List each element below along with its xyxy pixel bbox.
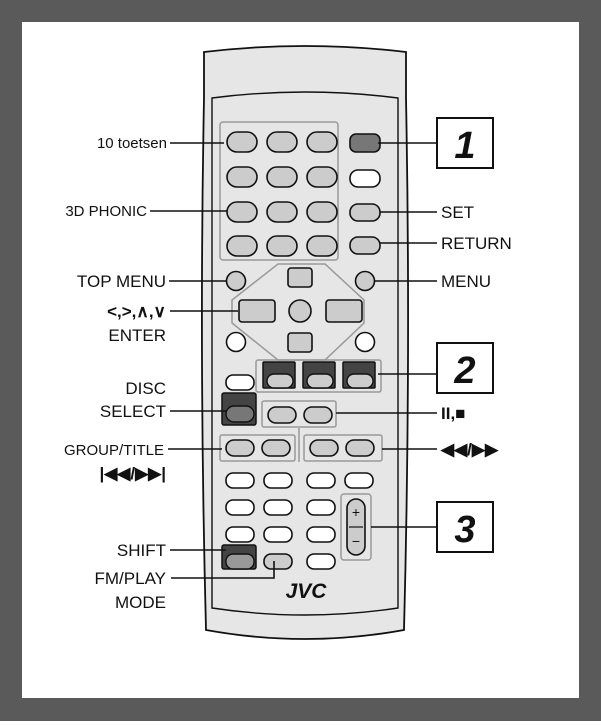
callout-number-1: 1 — [454, 125, 475, 167]
num-key[interactable] — [226, 166, 258, 188]
label-3d-phonic: 3D PHONIC — [65, 203, 147, 220]
key[interactable] — [306, 553, 336, 570]
num-key[interactable] — [306, 166, 338, 188]
rewind-button[interactable] — [309, 439, 339, 457]
cursor-up-button[interactable] — [287, 267, 313, 288]
callout-box-1 — [436, 117, 494, 169]
cursor-down-button[interactable] — [287, 332, 313, 353]
key[interactable] — [344, 472, 374, 489]
white-keys — [225, 472, 374, 570]
right-key-2[interactable] — [349, 169, 381, 188]
label-ten-keys: 10 toetsen — [97, 135, 167, 152]
cursor-left-button[interactable] — [238, 299, 276, 323]
key[interactable] — [225, 526, 255, 543]
remote-face-panel — [211, 91, 399, 616]
rew-ff-frame — [303, 434, 383, 462]
cursor-right-button[interactable] — [325, 299, 363, 323]
key[interactable] — [263, 499, 293, 516]
stop-key[interactable] — [303, 406, 333, 424]
play-button[interactable] — [266, 373, 294, 389]
label-enter: ENTER — [108, 326, 166, 345]
left-circle-button[interactable] — [225, 331, 247, 353]
menu-button[interactable] — [354, 270, 376, 292]
key[interactable] — [225, 472, 255, 489]
stop-button[interactable] — [346, 373, 374, 389]
num-key[interactable] — [266, 235, 298, 257]
label-set: SET — [441, 203, 474, 222]
num-key[interactable] — [266, 166, 298, 188]
pause-stop-frame — [261, 400, 337, 428]
label-return: RETURN — [441, 234, 512, 253]
label-skip: |◀◀/▶▶| — [99, 464, 166, 483]
enter-button[interactable] — [288, 299, 312, 323]
return-button[interactable] — [349, 236, 381, 255]
pause-button[interactable] — [306, 373, 334, 389]
key[interactable] — [306, 499, 336, 516]
label-shift: SHIFT — [117, 541, 166, 560]
callout-number-2: 2 — [453, 350, 475, 392]
label-pause-stop: II,■ — [441, 404, 465, 423]
label-mode: MODE — [115, 593, 166, 612]
playback-group-frame — [255, 359, 382, 393]
volume-plus-label: + — [352, 504, 360, 520]
standby-button[interactable] — [349, 133, 381, 153]
key[interactable] — [306, 526, 336, 543]
num-key[interactable] — [266, 131, 298, 153]
right-circle-button[interactable] — [354, 331, 376, 353]
leader-line — [171, 561, 275, 579]
num-key[interactable] — [306, 201, 338, 223]
key[interactable] — [263, 472, 293, 489]
callout-box-2 — [436, 342, 494, 394]
fm-play-mode-button[interactable] — [263, 553, 293, 570]
label-group-title: GROUP/TITLE — [64, 442, 164, 459]
number-keys — [226, 131, 338, 257]
label-top-menu: TOP MENU — [77, 272, 166, 291]
brand-logo: JVC — [286, 580, 328, 603]
group-title-frame — [219, 434, 296, 462]
label-cursor-keys: <,>,∧,∨ — [107, 302, 166, 321]
label-disc: DISC — [125, 379, 166, 398]
group-prev-button[interactable] — [225, 439, 255, 457]
set-button[interactable] — [349, 203, 381, 222]
pause-key[interactable] — [267, 406, 297, 424]
top-menu-button[interactable] — [225, 270, 247, 292]
key[interactable] — [306, 472, 336, 489]
num-key[interactable] — [306, 235, 338, 257]
num-key[interactable] — [226, 235, 258, 257]
label-menu: MENU — [441, 272, 491, 291]
num-key[interactable] — [306, 131, 338, 153]
fast-forward-button[interactable] — [345, 439, 375, 457]
disc-select-button[interactable] — [225, 405, 255, 423]
num-key[interactable] — [226, 131, 258, 153]
label-fm-play: FM/PLAY — [95, 569, 166, 588]
callout-box-3 — [436, 501, 494, 553]
keypad-frame — [219, 121, 339, 261]
label-select: SELECT — [100, 402, 166, 421]
volume-minus-label: − — [352, 533, 360, 549]
num-key[interactable] — [266, 201, 298, 223]
label-rewind-ff: ◀◀/▶▶ — [440, 440, 499, 459]
group-next-button[interactable] — [261, 439, 291, 457]
leader-lines — [150, 142, 437, 579]
num-key[interactable] — [226, 201, 258, 223]
key[interactable] — [225, 499, 255, 516]
shift-button[interactable] — [225, 553, 255, 570]
callout-number-3: 3 — [454, 509, 475, 551]
key[interactable] — [263, 526, 293, 543]
small-key[interactable] — [225, 374, 255, 391]
